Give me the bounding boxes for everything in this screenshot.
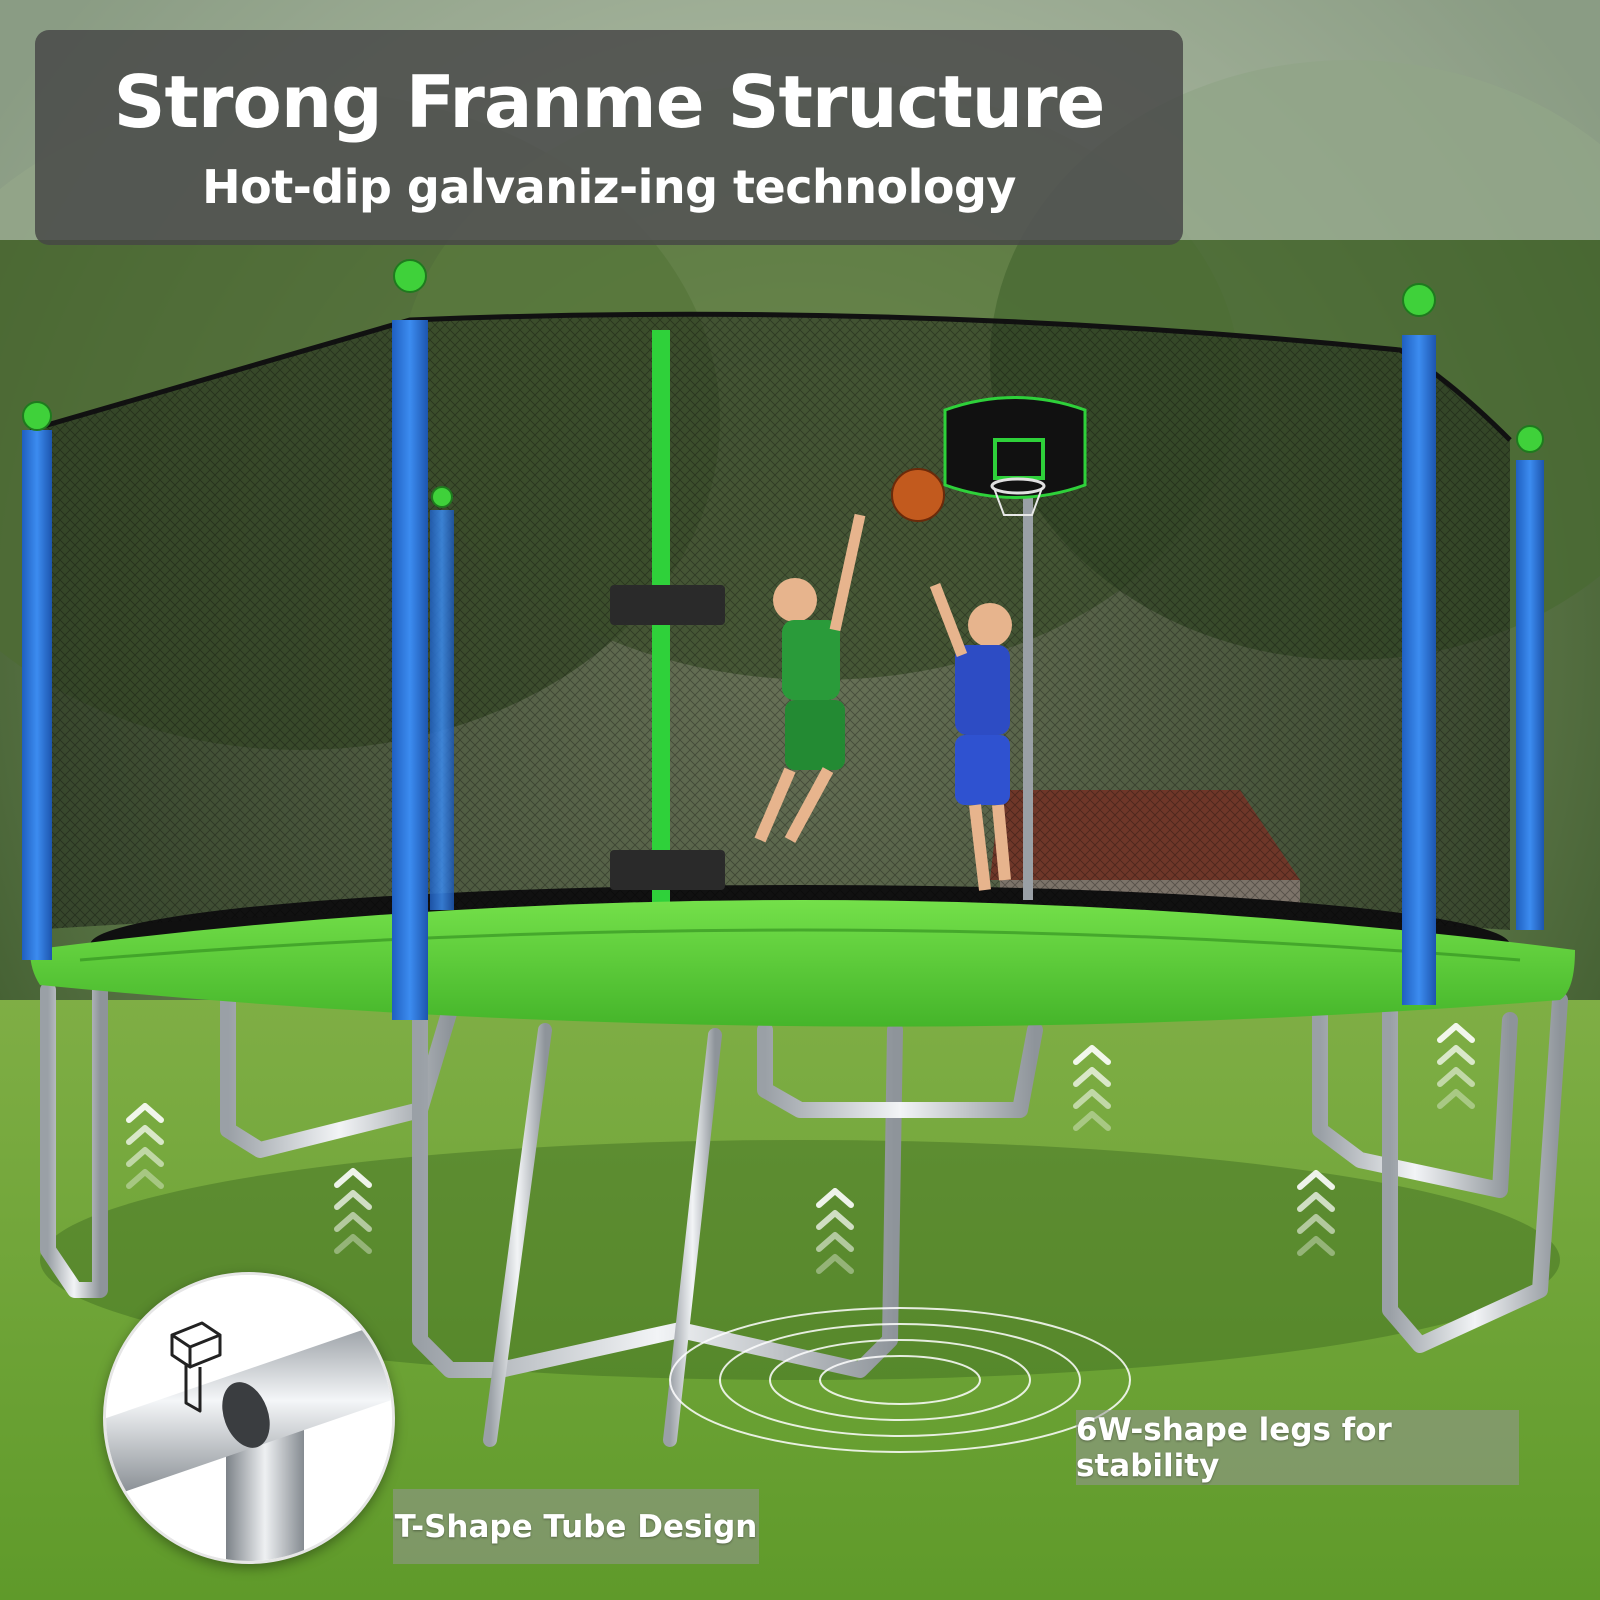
kid-blue-jersey — [929, 583, 1012, 891]
t-shape-tube-callout: T-Shape Tube Design — [393, 1489, 759, 1564]
kid-green-jersey — [754, 513, 866, 843]
banner-subtitle: Hot-dip galvaniz-ing technology — [202, 159, 1016, 214]
headline-banner: Strong Franme Structure Hot-dip galvaniz… — [35, 30, 1183, 245]
enclosure-poles — [22, 320, 1544, 1020]
net-zipper — [652, 330, 670, 970]
legs-stability-callout: 6W-shape legs for stability — [1076, 1410, 1519, 1485]
t-shape-tube-inset — [103, 1272, 395, 1564]
buckle-bottom — [610, 850, 725, 890]
pole-caps — [22, 259, 1544, 508]
w-shape-legs — [40, 982, 1568, 1378]
ripple-rings-icon — [669, 1307, 1131, 1453]
ladder — [483, 1023, 722, 1447]
buckle-top — [610, 585, 725, 625]
basketball — [891, 468, 945, 522]
upward-chevron-stack-icon — [126, 1023, 1475, 1274]
t-joint-icon — [170, 1321, 222, 1413]
basketball-hoop — [943, 396, 1087, 900]
banner-title: Strong Franme Structure — [113, 59, 1106, 144]
